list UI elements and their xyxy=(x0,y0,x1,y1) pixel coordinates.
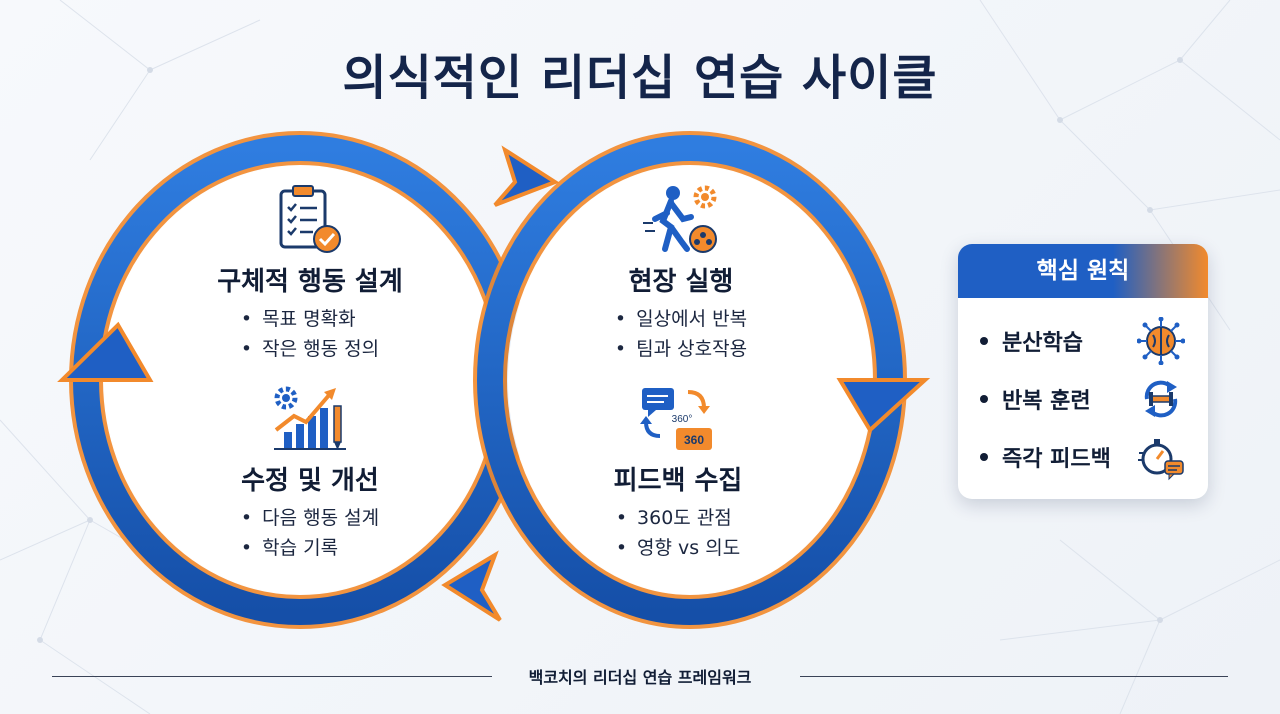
principle-item: 즉각 피드백 xyxy=(980,428,1208,486)
stopwatch-chat-icon xyxy=(1138,439,1184,481)
stage-title: 피드백 수집 xyxy=(613,466,743,496)
stage-revise: 수정 및 개선 다음 행동 설계 학습 기록 xyxy=(180,384,440,563)
footer-divider-right xyxy=(800,676,1228,677)
footer-divider-left xyxy=(52,676,492,677)
stage-bullet: 영향 vs 의도 xyxy=(616,533,740,563)
stage-design: 구체적 행동 설계 목표 명확화 작은 행동 정의 xyxy=(180,183,440,364)
svg-text:360°: 360° xyxy=(672,414,693,425)
page-title: 의식적인 리더십 연습 사이클 xyxy=(342,50,938,106)
stage-execution: 현장 실행 일상에서 반복 팀과 상호작용 xyxy=(551,183,811,364)
arrow-head-top xyxy=(493,145,560,207)
bullet-dot xyxy=(980,395,988,403)
stage-title: 수정 및 개선 xyxy=(241,466,379,496)
principle-item: 분산학습 xyxy=(980,312,1208,370)
stage-bullet: 다음 행동 설계 xyxy=(241,503,379,533)
bullet-dot xyxy=(980,453,988,461)
principle-item: 반복 훈련 xyxy=(980,370,1208,428)
bullet-dot xyxy=(980,337,988,345)
stage-feedback: 360 360° 피드백 수집 360도 관점 영향 vs 의도 xyxy=(548,384,808,563)
principle-label: 분산학습 xyxy=(1002,331,1083,356)
clipboard-checklist-icon xyxy=(279,185,341,253)
stage-bullet: 작은 행동 정의 xyxy=(241,334,379,364)
principle-label: 반복 훈련 xyxy=(1002,389,1091,414)
stage-title: 현장 실행 xyxy=(628,267,734,297)
stage-bullet: 일상에서 반복 xyxy=(615,304,747,334)
right-loop-ring xyxy=(473,131,907,629)
person-walking-gear-icon xyxy=(643,185,717,253)
svg-text:360: 360 xyxy=(684,433,704,447)
stage-bullet: 360도 관점 xyxy=(616,503,740,533)
arrow-head-left xyxy=(57,321,154,382)
principle-label: 즉각 피드백 xyxy=(1002,447,1111,472)
stage-bullet: 목표 명확화 xyxy=(241,304,379,334)
brain-network-icon xyxy=(1137,317,1185,365)
principles-card: 핵심 원칙 분산학습 반복 훈련 xyxy=(958,244,1208,499)
principles-title: 핵심 원칙 xyxy=(958,244,1208,298)
arrow-head-bottom xyxy=(441,550,502,622)
growth-chart-icon xyxy=(274,386,346,450)
stage-bullet: 팀과 상호작용 xyxy=(615,334,747,364)
footer-caption: 백코치의 리더십 연습 프레임워크 xyxy=(528,668,752,687)
arrow-head-right xyxy=(836,378,931,434)
stage-bullet: 학습 기록 xyxy=(241,533,379,563)
feedback-360-icon: 360 360° xyxy=(640,388,712,450)
stage-title: 구체적 행동 설계 xyxy=(217,267,403,297)
weightlift-cycle-icon xyxy=(1144,380,1178,418)
